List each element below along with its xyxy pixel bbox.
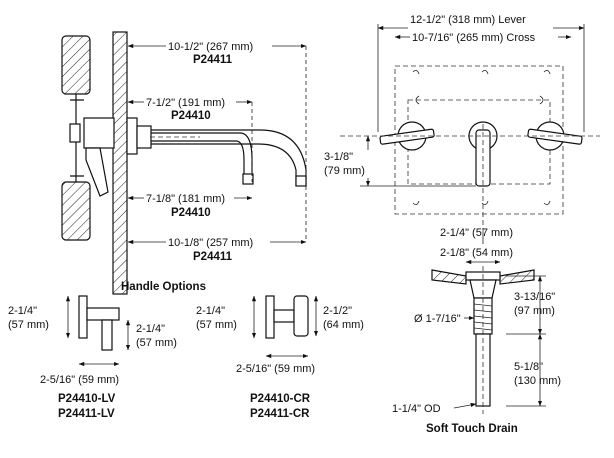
lever-arm-in: 2-1/4" (136, 323, 165, 335)
spout-collar (136, 125, 152, 149)
drain-od-leader (453, 402, 477, 409)
dim-width-cross: 10-7/16" (265 mm) Cross (412, 32, 536, 44)
side-view: 10-1/2" (267 mm) P24411 7-1/2" (191 mm) … (61, 31, 307, 295)
handle-lever (85, 147, 109, 197)
lever-arm (101, 319, 113, 351)
model-bottom: P24411 (193, 251, 233, 263)
spout-arm-outer (151, 129, 307, 186)
cross-model-1: P24410-CR (250, 393, 311, 405)
valve-housing (83, 117, 115, 149)
left-lever (379, 128, 435, 145)
cross-model-2: P24411-CR (250, 408, 310, 420)
model-lower: P24410 (171, 207, 211, 219)
cross-width-in: 2-1/2" (323, 305, 352, 317)
handle-options-title: Handle Options (121, 281, 206, 293)
valve-body-upper (61, 35, 91, 95)
soft-touch-drain: 2-1/8" (54 mm) Ø 1-7/16" 3-13/16" (97 mm… (392, 247, 561, 435)
basin-left (431, 269, 467, 285)
lever-height-in: 2-1/4" (8, 305, 37, 317)
lever-height-mm: (57 mm) (8, 319, 49, 331)
spout-aerator-short (242, 173, 254, 185)
cross-escutcheon (265, 295, 275, 339)
cross-head (293, 295, 309, 337)
drain-lower-in: 5-1/8" (514, 361, 543, 373)
valve-cap (69, 123, 81, 143)
spout-aerator-long (295, 175, 307, 187)
lever-body (86, 307, 120, 321)
lever-handle-option: 2-1/4" (57 mm) 2-1/4" (57 mm) 2-5/16" (5… (8, 295, 177, 420)
lever-escutcheon (78, 295, 88, 339)
drain-lower-mm: (130 mm) (514, 375, 561, 387)
lever-model-2: P24411-LV (58, 408, 115, 420)
model-top: P24411 (193, 54, 233, 66)
dim-spout-text: 2-1/4" (57 mm) (440, 227, 513, 239)
drain-dim-dia: Ø 1-7/16" (414, 313, 461, 325)
lever-depth-text: 2-5/16" (59 mm) (40, 374, 119, 386)
front-view: 12-1/2" (318 mm) Lever 10-7/16" (265 mm)… (324, 14, 600, 244)
dim-top-text: 10-1/2" (267 mm) (168, 41, 253, 53)
dim-lower-text: 7-1/8" (181 mm) (146, 193, 225, 205)
model-upper: P24410 (171, 110, 211, 122)
dim-bottom-text: 10-1/8" (257 mm) (168, 237, 253, 249)
lever-arm-mm: (57 mm) (136, 337, 177, 349)
cross-handle-option: 2-1/4" (57 mm) 2-1/2" (64 mm) 2-5/16" (5… (196, 295, 364, 420)
spout-short-inner (151, 140, 245, 182)
drain-upper-mm: (97 mm) (514, 305, 555, 317)
dim-height-mm: (79 mm) (324, 165, 365, 177)
cross-width-mm: (64 mm) (323, 319, 364, 331)
handle-options: Handle Options 2-1/4" (57 mm) 2-1/4" (57… (8, 281, 364, 420)
spout-flange (126, 117, 138, 155)
basin-right (499, 269, 535, 285)
cross-height-in: 2-1/4" (196, 305, 225, 317)
dim-upper-text: 7-1/2" (191 mm) (146, 97, 225, 109)
drain-dim-top: 2-1/8" (54 mm) (440, 247, 513, 259)
dim-height-in: 3-1/8" (324, 151, 353, 163)
spout-short-outer (151, 132, 253, 182)
drain-od-text: 1-1/4" OD (392, 403, 441, 415)
right-lever (527, 128, 583, 145)
cross-height-mm: (57 mm) (196, 319, 237, 331)
lever-model-1: P24410-LV (58, 393, 116, 405)
drain-title: Soft Touch Drain (426, 423, 518, 435)
cross-depth-text: 2-5/16" (59 mm) (236, 363, 315, 375)
drain-upper-in: 3-13/16" (514, 291, 555, 303)
valve-body-lower (61, 181, 91, 241)
wall-section (112, 31, 128, 295)
cross-stem (273, 309, 295, 323)
mounting-marks (412, 70, 551, 205)
spout-arm-inner (151, 143, 297, 186)
dim-width-lever: 12-1/2" (318 mm) Lever (410, 14, 526, 26)
